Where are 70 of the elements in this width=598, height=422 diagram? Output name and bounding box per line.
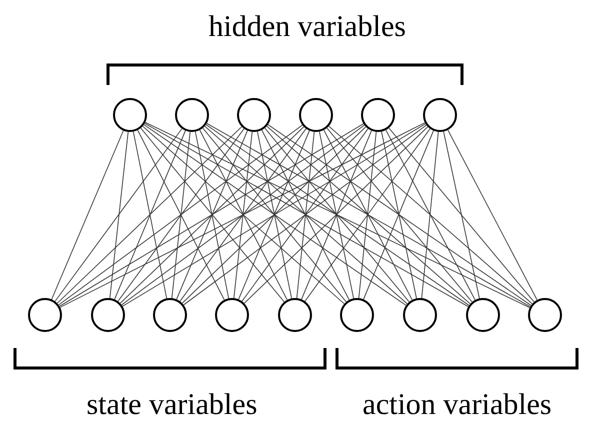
connection-line	[268, 124, 532, 306]
connection-line	[296, 132, 315, 298]
connection-line	[386, 130, 476, 300]
connection-line	[204, 126, 408, 304]
connection-line	[199, 130, 288, 300]
connection-line	[301, 130, 372, 300]
connection-line	[206, 122, 531, 308]
connection-line	[448, 130, 538, 300]
connection-line	[140, 128, 285, 302]
connection-line	[363, 130, 434, 300]
circle-node	[175, 98, 209, 132]
connection-line	[144, 122, 469, 308]
connection-line	[120, 126, 304, 304]
circle-node	[361, 98, 395, 132]
connection-line	[114, 130, 186, 300]
circle-node	[403, 298, 437, 332]
connection-line	[328, 126, 533, 304]
connection-line	[257, 131, 292, 299]
connection-line	[358, 132, 377, 298]
connection-line	[326, 128, 472, 302]
connection-line	[206, 124, 470, 306]
connection-line	[144, 122, 530, 308]
circle-node	[528, 298, 562, 332]
connection-line	[319, 131, 354, 299]
connection-line	[51, 130, 124, 300]
circle-node	[299, 98, 333, 132]
connection-line	[180, 128, 306, 302]
connection-line	[323, 130, 413, 300]
connection-line	[238, 130, 310, 300]
connection-line	[421, 132, 439, 298]
connection-line	[137, 130, 225, 300]
connection-line	[54, 128, 182, 302]
circle-node	[153, 298, 187, 332]
connection-line	[183, 124, 427, 306]
connection-line	[58, 124, 303, 306]
circle-node	[28, 298, 62, 332]
connection-line	[304, 128, 430, 302]
circle-node	[113, 98, 147, 132]
group-label: action variables	[362, 388, 552, 422]
connection-line	[118, 128, 244, 302]
circle-node	[215, 298, 249, 332]
connection-line	[261, 130, 350, 300]
group-label: hidden variables	[208, 10, 406, 44]
connection-line	[244, 126, 428, 304]
circle-node	[91, 298, 125, 332]
group-label: state variables	[86, 388, 258, 422]
connection-line	[182, 126, 366, 304]
circle-node	[278, 298, 312, 332]
connection-line	[59, 123, 364, 307]
connection-line	[264, 128, 410, 302]
connection-line	[142, 126, 345, 304]
connection-line	[109, 132, 129, 298]
connection-line	[60, 122, 426, 308]
connection-line	[132, 131, 168, 299]
connection-line	[202, 128, 347, 302]
connection-line	[388, 128, 534, 302]
connection-line	[176, 130, 248, 300]
connection-line	[121, 124, 365, 306]
circle-node	[466, 298, 500, 332]
connection-line	[233, 132, 253, 298]
connection-line	[171, 132, 191, 298]
circle-node	[340, 298, 374, 332]
circle-node	[423, 98, 457, 132]
circle-node	[237, 98, 271, 132]
connection-line	[443, 131, 480, 299]
connection-line	[381, 131, 417, 299]
connection-line	[242, 128, 368, 302]
connection-line	[194, 131, 230, 299]
connection-line	[266, 126, 471, 304]
connection-line	[56, 126, 242, 304]
